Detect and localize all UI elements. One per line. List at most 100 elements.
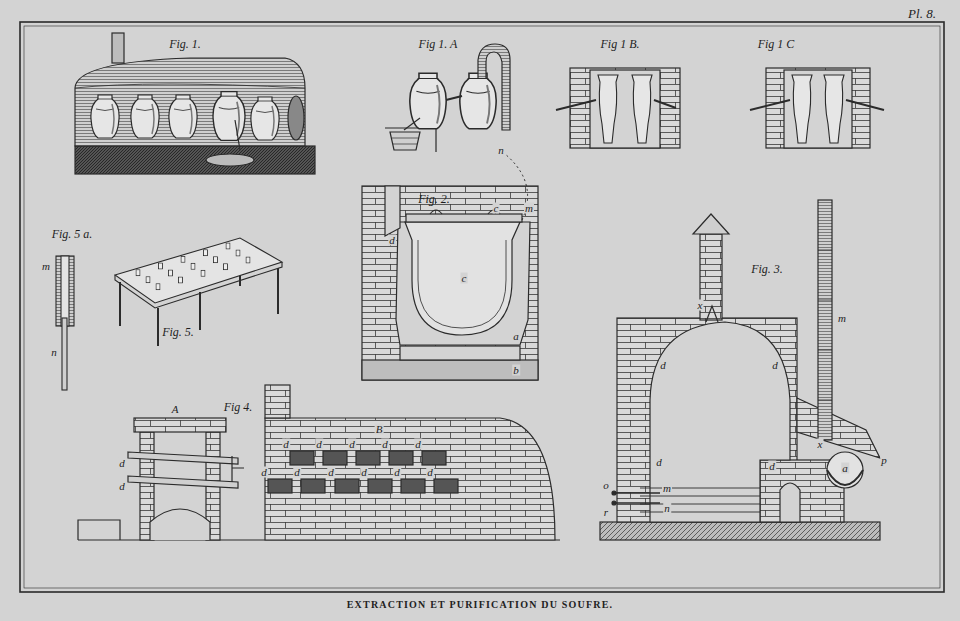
fig5-mould-table: [115, 238, 282, 346]
fig4-kiln: [368, 479, 392, 493]
callout-letter: x: [697, 300, 704, 311]
fig4-kiln: [290, 451, 314, 465]
fig5-mould-table: [179, 277, 183, 283]
fig5a-mould-section: [56, 256, 74, 390]
fig1-shed: [75, 58, 305, 146]
fig5-mould-table: [224, 264, 228, 270]
fig1a-section: [404, 118, 420, 130]
fig4-kiln: [422, 451, 446, 465]
fig3-refining-chamber: [612, 493, 660, 503]
callout-letter: d: [315, 439, 323, 450]
callout-letter: d: [282, 439, 290, 450]
fig1c-furnace: [824, 75, 844, 143]
fig5-mould-table: [204, 250, 208, 256]
fig1c-furnace: [750, 68, 884, 148]
fig5-mould-table: [115, 262, 282, 308]
fig5a-mould-section: [61, 256, 69, 326]
callout-letter: d: [118, 458, 126, 469]
fig5-mould-table: [136, 270, 140, 276]
fig1-shed: [288, 96, 304, 140]
fig1a-section: [385, 128, 436, 152]
fig3-refining-chamber: [780, 483, 800, 522]
callout-letter: r: [603, 507, 609, 518]
fig1a-section: [410, 73, 446, 128]
fig5-mould-table: [226, 243, 230, 249]
fig5-mould-table: [181, 256, 185, 262]
fig4-kiln: [150, 509, 210, 540]
fig3-refining-chamber: [818, 250, 832, 400]
fig3-refining-chamber: [797, 398, 880, 458]
fig1a-section: [392, 138, 418, 144]
plate-frame: [20, 22, 944, 592]
fig1-shed: [251, 97, 279, 140]
fig1-shed: [75, 146, 315, 174]
plate-frame: [20, 22, 944, 592]
plate-caption: EXTRACTION ET PURIFICATION DU SOUFRE.: [347, 600, 614, 610]
fig1-shed: [112, 33, 124, 63]
fig1-shed: [131, 95, 159, 138]
fig2-boiler: [430, 210, 500, 214]
callout-letter: m: [837, 313, 847, 324]
fig4-kiln: [78, 385, 560, 540]
callout-letter: d: [426, 467, 434, 478]
fig1a-section: [460, 73, 496, 128]
fig5-mould-table: [156, 284, 160, 290]
fig5-mould-table: [115, 238, 282, 303]
figure-label: Fig. 2.: [417, 193, 451, 205]
fig4-kiln: [268, 479, 292, 493]
fig3-refining-chamber: [612, 501, 616, 505]
fig4-kiln: [434, 479, 458, 493]
fig4-kiln: [356, 451, 380, 465]
fig1-shed: [75, 84, 305, 88]
callout-letter: n: [50, 347, 58, 358]
fig1-shed: [206, 154, 254, 166]
figure-label: Fig. 3.: [750, 263, 784, 275]
callout-letter: d: [260, 467, 268, 478]
callout-letter: d: [118, 481, 126, 492]
fig5-mould-table: [159, 263, 163, 269]
callout-letter: d: [293, 467, 301, 478]
fig3-refining-chamber: [600, 200, 880, 540]
fig2-boiler: [362, 186, 538, 380]
fig5-mould-table: [246, 257, 250, 263]
callout-letter: d: [768, 461, 776, 472]
figure-label: Fig 1. A: [418, 38, 459, 50]
figure-label: Fig 4.: [223, 401, 254, 413]
callout-letter: c: [461, 273, 468, 284]
fig4-kiln: [323, 451, 347, 465]
fig2-boiler: [405, 222, 520, 335]
fig1a-section: [385, 44, 510, 152]
fig1c-furnace: [750, 100, 884, 110]
fig1-shed: [75, 33, 315, 174]
figure-label: Fig. 1.: [168, 38, 202, 50]
callout-letter: m: [662, 483, 672, 494]
callout-letter: c: [493, 203, 500, 214]
callout-letter: d: [388, 235, 396, 246]
fig1b-furnace: [632, 75, 652, 143]
figure-label: Fig. 5 a.: [51, 228, 94, 240]
callout-letter: a: [512, 331, 520, 342]
fig4-kiln: [268, 451, 458, 493]
fig1-shed: [235, 120, 240, 150]
fig3-refining-chamber: [650, 322, 790, 522]
callout-letter: d: [393, 467, 401, 478]
figure-label: Fig 1 B.: [600, 38, 641, 50]
fig4-kiln: [265, 418, 555, 540]
callout-letter: a: [841, 463, 849, 474]
fig2-boiler: [385, 186, 400, 236]
fig3-refining-chamber: [706, 306, 718, 322]
fig1-shed: [169, 95, 197, 138]
fig3-refining-chamber: [827, 452, 863, 488]
fig3-refining-chamber: [612, 491, 616, 495]
fig1a-section: [446, 96, 462, 100]
fig1b-furnace: [556, 100, 676, 110]
callout-letter: d: [414, 439, 422, 450]
fig5-mould-table: [191, 263, 195, 269]
callout-letter: d: [348, 439, 356, 450]
fig3-refining-chamber: [600, 522, 880, 540]
callout-letter: n: [497, 145, 505, 156]
fig1-shed: [91, 95, 119, 138]
fig5-mould-table: [169, 270, 173, 276]
callout-letter: B: [375, 424, 384, 435]
fig1b-furnace: [570, 68, 680, 148]
